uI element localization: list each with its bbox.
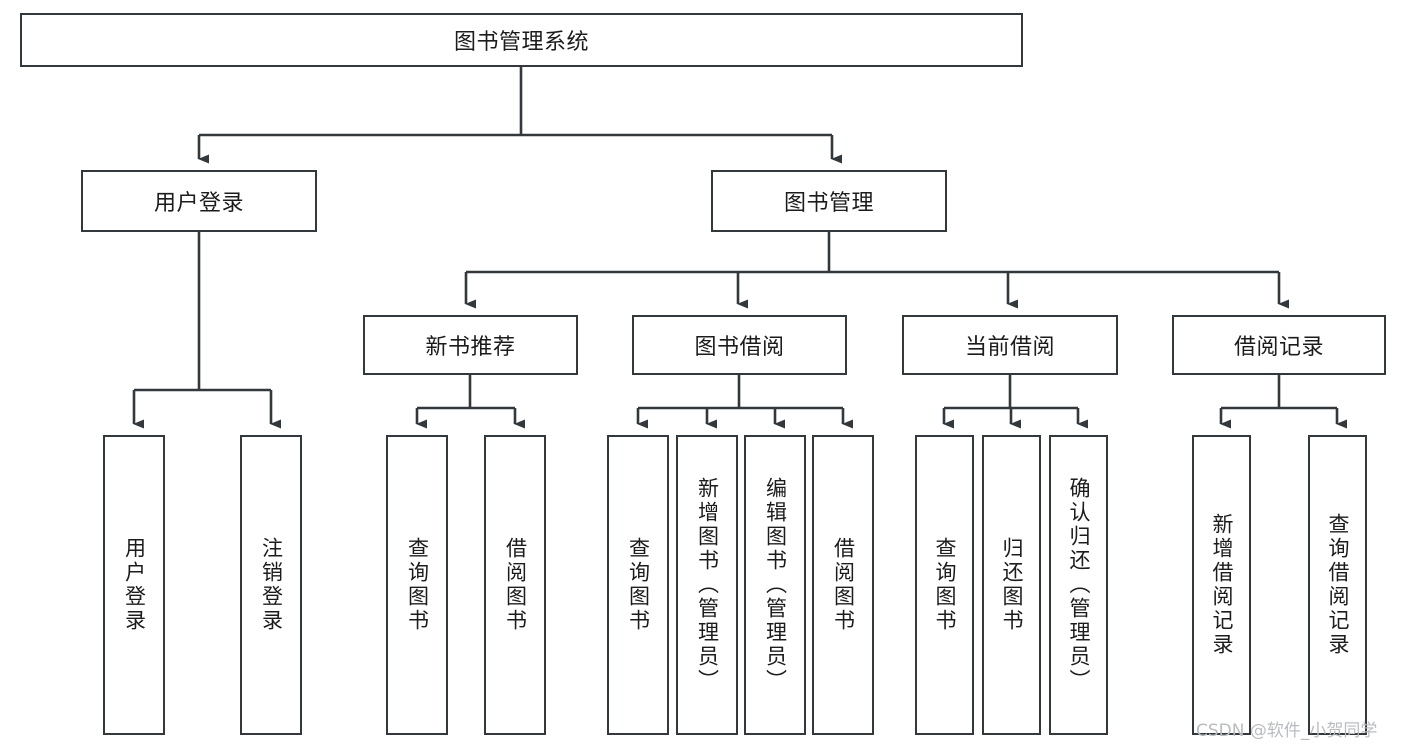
- node-leaf-add-borrow-record[interactable]: 新增借阅记录: [1192, 435, 1251, 735]
- leaf-label: 编辑图书（管理员）: [763, 477, 788, 693]
- node-leaf-logout[interactable]: 注销登录: [240, 435, 302, 735]
- leaf-label: 借阅图书: [831, 537, 856, 633]
- node-root[interactable]: 图书管理系统: [20, 13, 1023, 67]
- node-level3-book-borrow[interactable]: 图书借阅: [632, 315, 847, 375]
- leaf-label: 查询图书: [626, 537, 651, 633]
- leaf-label: 借阅图书: [503, 537, 528, 633]
- leaf-label: 查询借阅记录: [1326, 513, 1350, 657]
- node-leaf-query-book-borrow[interactable]: 查询图书: [607, 435, 669, 735]
- node-leaf-query-book-current[interactable]: 查询图书: [915, 435, 974, 735]
- leaf-label: 新增借阅记录: [1210, 513, 1234, 657]
- leaf-label: 归还图书: [1000, 537, 1024, 633]
- leaf-label: 查询图书: [933, 537, 957, 633]
- node-leaf-borrow-book-recommend[interactable]: 借阅图书: [484, 435, 546, 735]
- node-leaf-add-book-admin[interactable]: 新增图书（管理员）: [676, 435, 738, 735]
- node-leaf-return-book[interactable]: 归还图书: [982, 435, 1041, 735]
- leaf-label: 用户登录: [122, 537, 147, 633]
- node-level3-new-book-recommend[interactable]: 新书推荐: [363, 315, 578, 375]
- node-leaf-query-book-recommend[interactable]: 查询图书: [386, 435, 448, 735]
- node-level3-current-borrow[interactable]: 当前借阅: [902, 315, 1118, 375]
- leaf-label: 确认归还（管理员）: [1067, 477, 1091, 693]
- node-leaf-borrow-book[interactable]: 借阅图书: [812, 435, 874, 735]
- csdn-watermark: CSDN @软件_小贺同学: [1196, 721, 1378, 741]
- node-leaf-confirm-return-admin[interactable]: 确认归还（管理员）: [1049, 435, 1108, 735]
- node-level2-book-management[interactable]: 图书管理: [711, 170, 947, 232]
- node-level3-borrow-record[interactable]: 借阅记录: [1172, 315, 1386, 375]
- leaf-label: 新增图书（管理员）: [695, 477, 720, 693]
- node-leaf-user-login[interactable]: 用户登录: [103, 435, 165, 735]
- leaf-label: 查询图书: [405, 537, 430, 633]
- node-leaf-edit-book-admin[interactable]: 编辑图书（管理员）: [744, 435, 806, 735]
- node-leaf-query-borrow-record[interactable]: 查询借阅记录: [1308, 435, 1367, 735]
- node-level2-user-login[interactable]: 用户登录: [81, 170, 317, 232]
- leaf-label: 注销登录: [259, 537, 284, 633]
